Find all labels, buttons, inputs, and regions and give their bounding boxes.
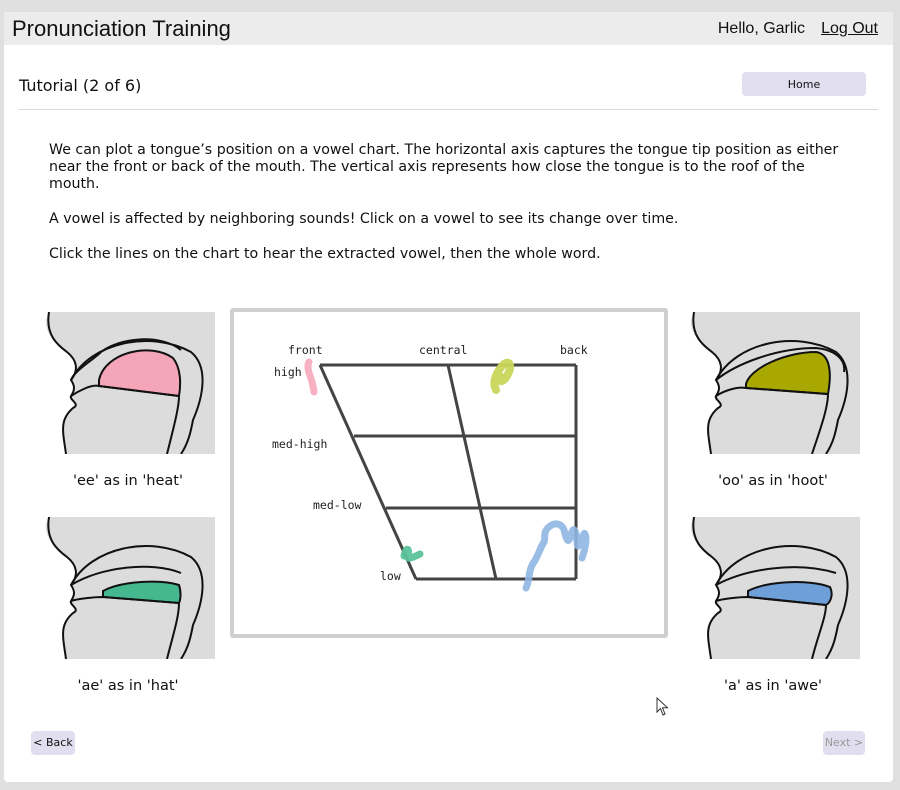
trajectory-a[interactable] [522,520,590,592]
vowel-ee-diagram[interactable] [41,311,215,455]
page-title: Tutorial (2 of 6) [19,76,142,95]
trajectory-ee[interactable] [304,358,318,396]
vowel-ae-diagram[interactable] [41,516,215,660]
app-title: Pronunciation Training [12,16,231,41]
trajectory-ae[interactable] [400,545,424,562]
y-label-high: high [274,365,302,379]
y-label-med-high: med-high [272,437,327,451]
intro-paragraph-3: Click the lines on the chart to hear the… [49,246,601,262]
x-label-back: back [560,343,588,357]
y-label-med-low: med-low [313,498,362,512]
user-greeting: Hello, Garlic [717,20,805,37]
trajectory-oo[interactable] [490,358,515,394]
vowel-ae-caption: 'ae' as in 'hat' [77,678,179,694]
main-card: Pronunciation Training Hello, Garlic Log… [4,12,893,782]
vowel-a-caption: 'a' as in 'awe' [724,678,822,694]
mouse-cursor-icon [656,696,670,721]
vowel-a-diagram[interactable] [686,516,860,660]
x-label-front: front [288,343,323,357]
next-button[interactable]: Next > [823,731,865,755]
back-button[interactable]: < Back [31,731,75,755]
vowel-oo-caption: 'oo' as in 'hoot' [718,473,828,489]
vowel-ee-caption: 'ee' as in 'heat' [73,473,183,489]
logout-link[interactable]: Log Out [821,20,878,37]
vowel-chart-grid [318,363,578,581]
intro-paragraph-2: A vowel is affected by neighboring sound… [49,211,679,227]
vowel-oo-diagram[interactable] [686,311,860,455]
intro-paragraph-1: We can plot a tongue’s position on a vow… [49,142,839,192]
top-bar: Pronunciation Training Hello, Garlic Log… [4,12,893,45]
intro-text: We can plot a tongue’s position on a vow… [49,142,849,281]
home-button[interactable]: Home [742,72,866,96]
y-label-low: low [380,569,401,583]
divider [19,109,878,110]
vowel-chart: front central back high med-high med-low… [230,308,668,638]
x-label-central: central [419,343,467,357]
